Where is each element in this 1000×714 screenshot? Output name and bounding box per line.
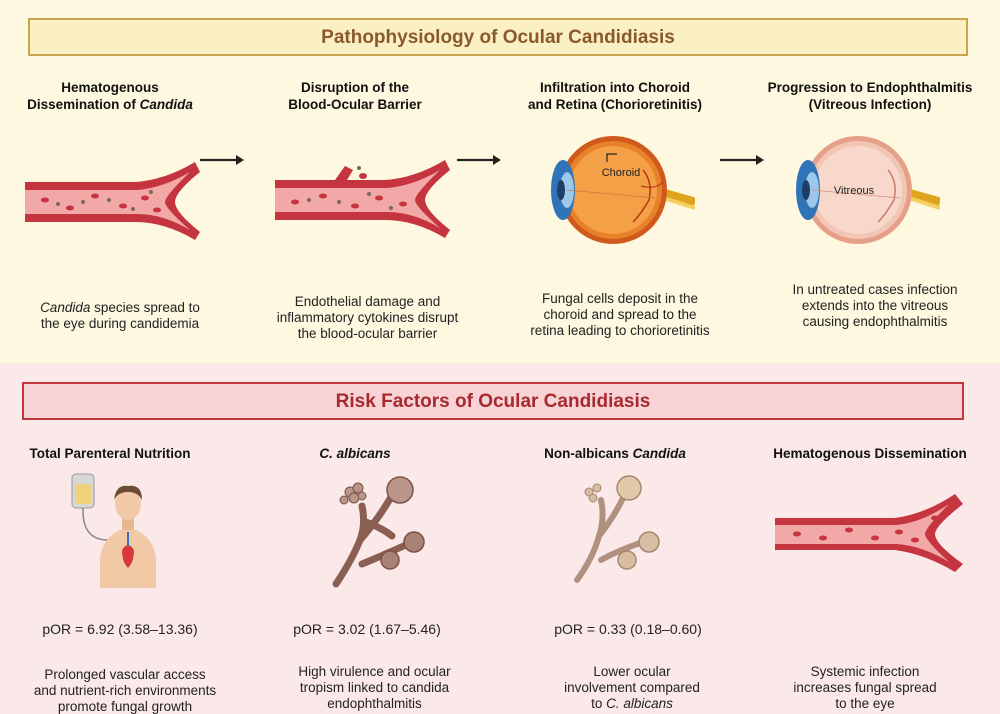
- rf-3-title: Non-albicans Candida: [544, 446, 686, 461]
- rf-1-por: pOR = 6.92 (3.58–13.36): [42, 621, 198, 637]
- arrow-right-icon: [457, 155, 501, 165]
- rf-3-desc-line3: to C. albicans: [591, 696, 673, 711]
- vitreous-label: Vitreous: [833, 185, 875, 197]
- rf-1-desc-line1: Prolonged vascular access: [44, 667, 206, 682]
- rf-1-desc-line2: and nutrient-rich environments: [33, 683, 217, 698]
- rf-4-desc-line1: Systemic infection: [810, 664, 920, 679]
- step-1-title-line1: Hematogenous: [61, 80, 159, 95]
- step-1-desc-line2: the eye during candidemia: [40, 316, 200, 331]
- step-1-title: Hematogenous Dissemination of Candida: [10, 79, 210, 113]
- step-3-desc-line2: choroid and spread to the: [543, 307, 697, 322]
- step-2-title-line1: Disruption of the: [301, 80, 409, 95]
- step-4-desc-line2: extends into the vitreous: [801, 298, 949, 313]
- step-3-title: Infiltration into Choroid and Retina (Ch…: [500, 79, 730, 113]
- rf-2-title: C. albicans: [319, 446, 391, 461]
- step-2-description: Endothelial damage and inflammatory cyto…: [255, 294, 480, 342]
- rf-1-description: Prolonged vascular access and nutrient-r…: [10, 667, 240, 714]
- arrow-right-icon: [720, 155, 764, 165]
- non-albicans-candida-illustration: [574, 475, 660, 583]
- step-2-title: Disruption of the Blood-Ocular Barrier: [255, 79, 455, 113]
- step-3-desc-line1: Fungal cells deposit in the: [541, 291, 699, 306]
- rf-2-desc-line1: High virulence and ocular: [298, 664, 451, 679]
- choroid-label: Choroid: [601, 167, 641, 179]
- step-1-title-line2: Dissemination of Candida: [27, 97, 193, 112]
- rf-4-title: Hematogenous Dissemination: [773, 446, 967, 461]
- step-2-desc-line2: inflammatory cytokines disrupt: [276, 310, 459, 325]
- eye-choroid-illustration: [551, 136, 695, 244]
- damaged-vessel-illustration: [275, 160, 450, 238]
- eye-vitreous-illustration: [796, 136, 940, 244]
- step-4-title-line1: Progression to Endophthalmitis: [767, 80, 973, 95]
- rf-3-por: pOR = 0.33 (0.18–0.60): [554, 621, 702, 637]
- step-3-title-line1: Infiltration into Choroid: [540, 80, 690, 95]
- step-3-desc-line3: retina leading to chorioretinitis: [530, 323, 710, 338]
- step-2-desc-line3: the blood-ocular barrier: [297, 326, 438, 341]
- rf-4-description: Systemic infection increases fungal spre…: [765, 664, 965, 712]
- c-albicans-illustration: [332, 476, 425, 588]
- rf-2-por: pOR = 3.02 (1.67–5.46): [293, 621, 441, 637]
- pathophysiology-banner: Pathophysiology of Ocular Candidiasis: [28, 18, 968, 56]
- step-2-desc-line1: Endothelial damage and: [294, 294, 441, 309]
- rf-2-desc-line3: endophthalmitis: [327, 696, 422, 711]
- step-2-title-line2: Blood-Ocular Barrier: [288, 97, 422, 112]
- rf-3-desc-line2: involvement compared: [564, 680, 700, 695]
- rf-4-desc-line3: to the eye: [835, 696, 895, 711]
- step-3-description: Fungal cells deposit in the choroid and …: [505, 291, 735, 339]
- step-1-desc-line1: Candida species spread to: [40, 300, 200, 315]
- rf-1-desc-line3: promote fungal growth: [57, 699, 193, 714]
- rf-1-title: Total Parenteral Nutrition: [29, 446, 191, 461]
- rf-2-description: High virulence and ocular tropism linked…: [262, 664, 487, 712]
- step-4-description: In untreated cases infection extends int…: [765, 282, 985, 330]
- tpn-patient-illustration: [71, 473, 156, 588]
- step-4-desc-line3: causing endophthalmitis: [802, 314, 948, 329]
- rf-4-desc-line2: increases fungal spread: [793, 680, 937, 695]
- step-4-desc-line1: In untreated cases infection: [792, 282, 958, 297]
- risk-factors-banner: Risk Factors of Ocular Candidiasis: [22, 382, 964, 420]
- step-3-title-line2: and Retina (Chorioretinitis): [527, 97, 702, 112]
- step-1-description: Candida species spread to the eye during…: [10, 300, 230, 332]
- hematogenous-vessel-illustration: [775, 494, 963, 572]
- rf-3-desc-line1: Lower ocular: [593, 664, 671, 679]
- step-4-title-line2: (Vitreous Infection): [808, 97, 932, 112]
- rf-2-desc-line2: tropism linked to candida: [299, 680, 450, 695]
- blood-vessel-illustration: [25, 162, 200, 240]
- step-4-title: Progression to Endophthalmitis (Vitreous…: [755, 79, 985, 113]
- rf-3-description: Lower ocular involvement compared to C. …: [532, 664, 732, 712]
- arrow-right-icon: [200, 155, 244, 165]
